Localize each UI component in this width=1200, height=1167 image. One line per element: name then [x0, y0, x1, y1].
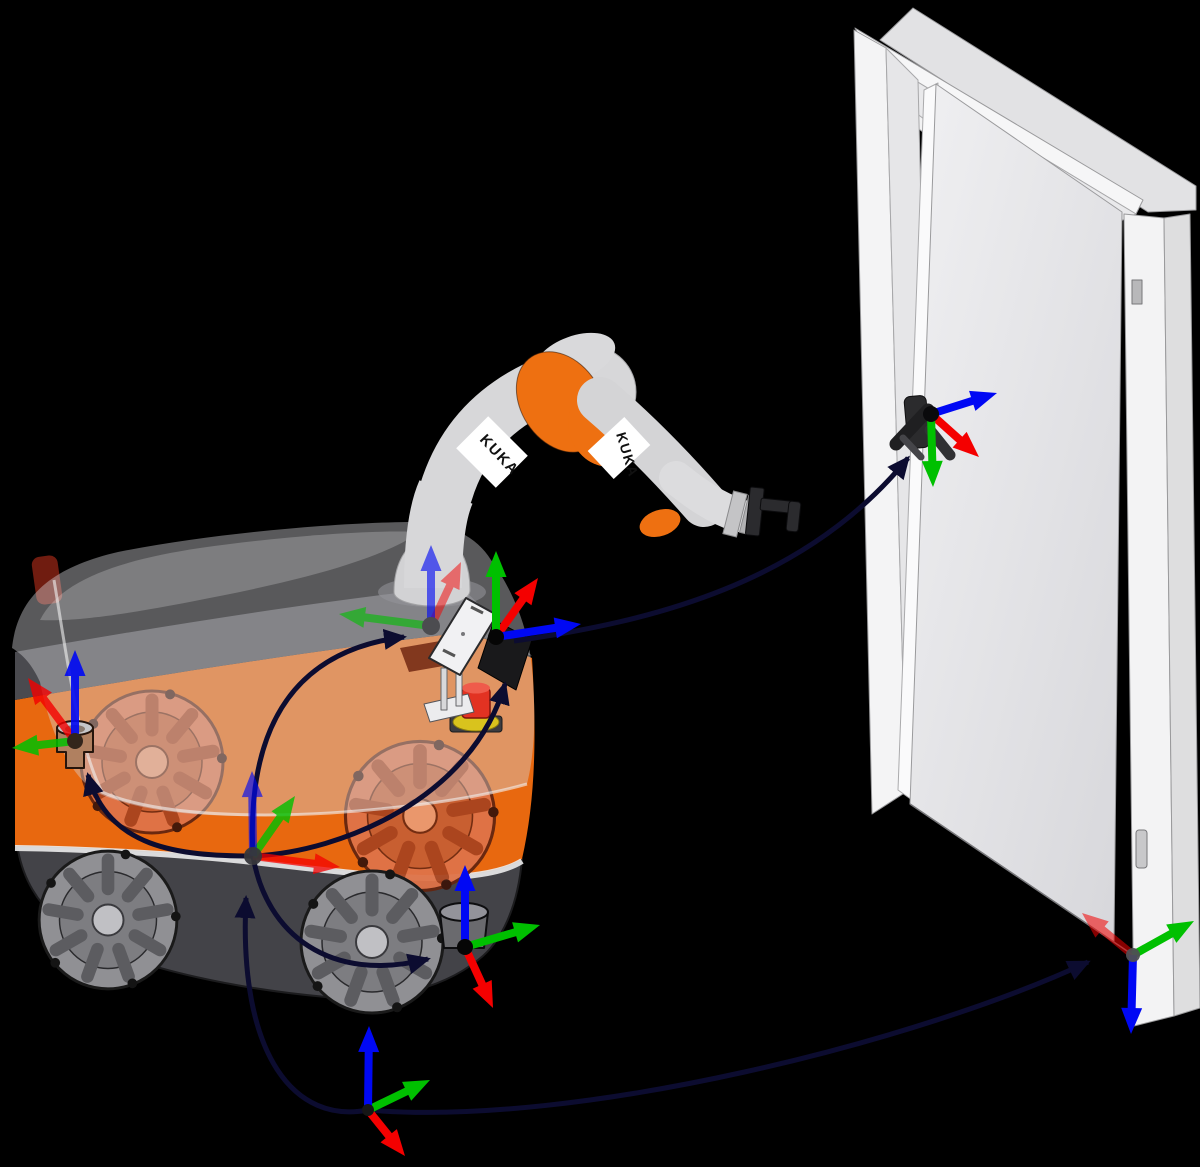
axis-z-arrow: [1121, 954, 1143, 1034]
frame-origin-dot: [923, 406, 939, 422]
kuka-band-1: [456, 416, 528, 488]
frame-rear-scanner: [454, 865, 540, 1008]
axis-y-arrow: [1131, 921, 1194, 959]
device-plate-slot-1: [470, 605, 484, 615]
door-jamb-right-side: [1163, 213, 1200, 1017]
axis-y-arrow: [485, 551, 507, 637]
arm-wrist-orange: [639, 509, 681, 537]
frame-origin-dot: [67, 733, 83, 749]
frame-base: [241, 771, 340, 875]
axis-y-arrow: [921, 413, 943, 487]
frame-arm-mount: [339, 545, 461, 635]
frame-world: [358, 1026, 430, 1156]
frame-origin-dot: [1126, 948, 1140, 962]
axis-y-arrow: [366, 1080, 430, 1114]
device-plate-dot: [461, 632, 465, 636]
axis-x-arrow: [28, 678, 79, 744]
axis-x-arrow: [1082, 913, 1136, 959]
axis-x-arrow: [492, 578, 538, 640]
axis-z-arrow: [64, 650, 86, 741]
frame-door-handle: [921, 390, 997, 487]
axis-y-arrow: [339, 606, 432, 630]
transform-arrow-marker-to-door-handle: [513, 455, 910, 644]
transform-arrow-world-to-base: [234, 895, 369, 1115]
base-dark-band: [15, 586, 532, 700]
door-leaf: [909, 83, 1123, 943]
frame-origin-dot: [422, 617, 440, 635]
door-lintel-back: [879, 7, 1197, 213]
axis-z-arrow: [495, 617, 581, 641]
frame-origin-dot: [362, 1104, 374, 1116]
transform-arrow-world-to-door-frame: [367, 959, 1091, 1115]
door: [853, 7, 1200, 1027]
axis-z-arrow: [241, 771, 263, 857]
kuka-band-2: [587, 416, 651, 480]
device-plate-slot-2: [442, 648, 456, 658]
frame-origin-dot: [488, 629, 504, 645]
frame-front-scanner: [12, 650, 86, 756]
transform-arrows: [83, 455, 1091, 1115]
door-hinge-upper: [1131, 279, 1143, 305]
transform-arrow-base-to-rear-scanner: [250, 855, 431, 975]
wrist-ring: [722, 490, 748, 538]
frame-marker: [485, 551, 581, 645]
axis-z-arrow: [454, 865, 476, 947]
axis-z-arrow: [358, 1026, 380, 1111]
transform-arrow-base-to-front-scanner: [83, 772, 254, 859]
transform-arrow-base-to-marker: [252, 681, 510, 859]
gripper-tool: [745, 486, 802, 537]
axis-y-arrow: [463, 922, 540, 951]
door-hinge-lower: [1135, 829, 1148, 869]
shell-sheen: [40, 531, 420, 621]
frame-origin-dot: [244, 847, 262, 865]
device-plate: [428, 597, 498, 676]
frame-origin-dot: [457, 939, 473, 955]
axis-x-arrow: [252, 852, 340, 875]
device-stand-leg-1: [440, 667, 448, 711]
coordinate-frames: [12, 390, 1194, 1156]
axis-z-arrow: [420, 545, 442, 626]
frame-door-frame: [1082, 913, 1194, 1034]
